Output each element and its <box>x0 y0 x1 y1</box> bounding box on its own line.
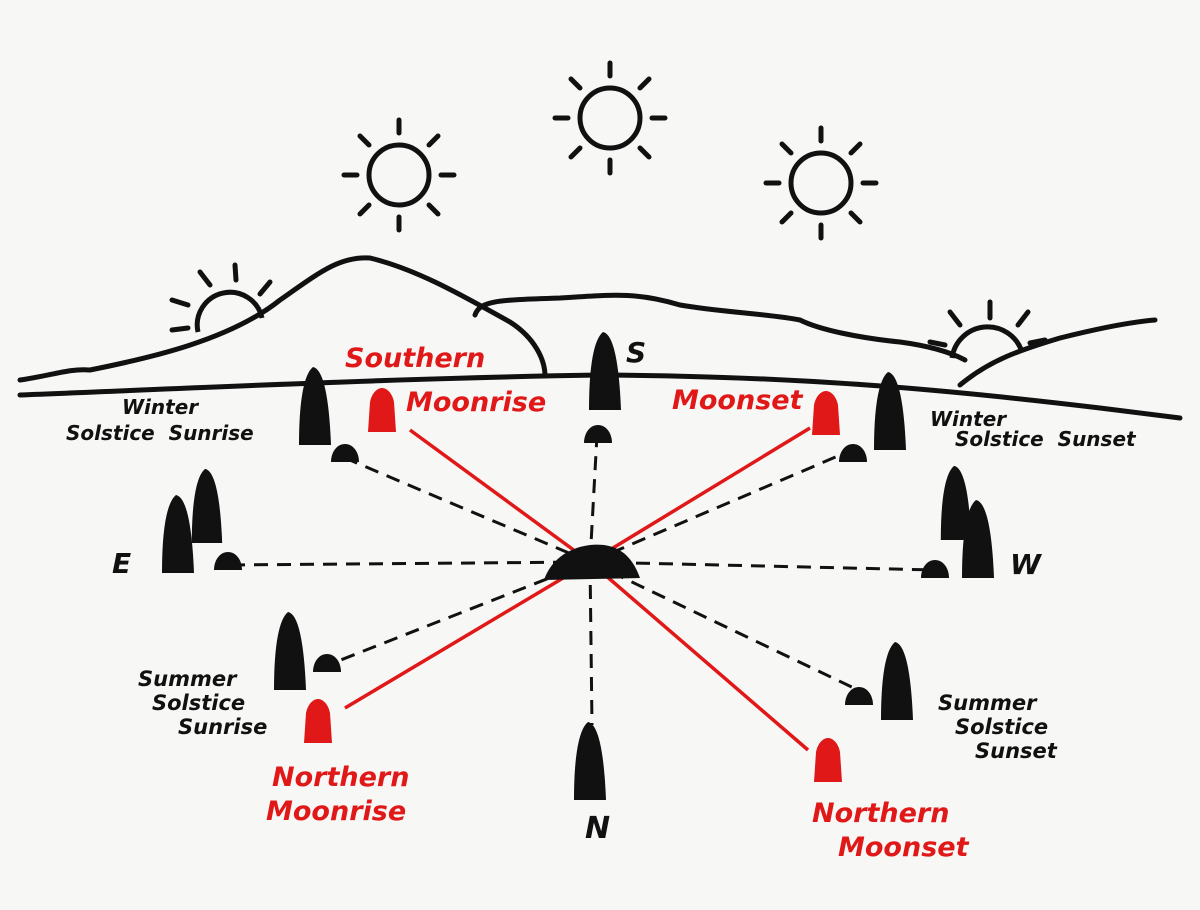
winter-sunset-sun-icon <box>927 299 1048 359</box>
sun-icon <box>766 128 876 238</box>
standing-stone-icon <box>214 552 242 570</box>
lunar-sightlines <box>344 426 811 752</box>
winter-sunset-label: Winter Solstice Sunset <box>930 407 1137 451</box>
moon-stone-icon <box>368 388 396 432</box>
standing-stone-icon <box>845 687 873 705</box>
recumbent-stone-icon <box>544 544 640 580</box>
summer-sunset-label: Summer Solstice Sunset <box>938 691 1058 763</box>
moon-stone-icon <box>814 738 842 782</box>
compass-south-label: S <box>626 336 646 369</box>
standing-stone-icon <box>921 560 949 578</box>
sun-icon <box>555 63 665 173</box>
standing-stone-icon <box>584 425 612 443</box>
moon-stone-icon <box>304 699 332 743</box>
standing-stone-icon <box>191 468 223 543</box>
northern-moonrise-label: Northern Moonrise <box>266 762 419 827</box>
summer-sunrise-label: Summer Solstice Sunrise <box>138 667 267 739</box>
winter-sunrise-sun-icon <box>169 262 273 333</box>
standing-stone-icon <box>162 495 194 573</box>
standing-stone-icon <box>331 444 359 462</box>
moon-stone-icon <box>812 391 840 435</box>
standing-stone-icon <box>574 722 606 800</box>
standing-stone-icon <box>313 654 341 672</box>
standing-stone-icon <box>839 444 867 462</box>
southern-moonrise-label: Southern Moonrise <box>345 343 546 418</box>
winter-sunrise-label: Winter Solstice Sunrise <box>66 395 254 445</box>
standing-stone-icon <box>881 642 913 720</box>
compass-west-label: W <box>1010 548 1042 581</box>
sun-icon <box>344 120 454 230</box>
northern-moonset-label: Northern Moonset <box>812 798 970 863</box>
standing-stone-icon <box>299 367 331 445</box>
compass-north-label: N <box>585 811 610 846</box>
southern-moonset-label: Moonset <box>672 385 804 416</box>
solar-sightlines <box>229 434 936 726</box>
compass-east-label: E <box>112 547 131 580</box>
standing-stone-icon <box>589 332 621 410</box>
hill-icon <box>17 255 1158 388</box>
standing-stone-icon <box>274 612 306 690</box>
